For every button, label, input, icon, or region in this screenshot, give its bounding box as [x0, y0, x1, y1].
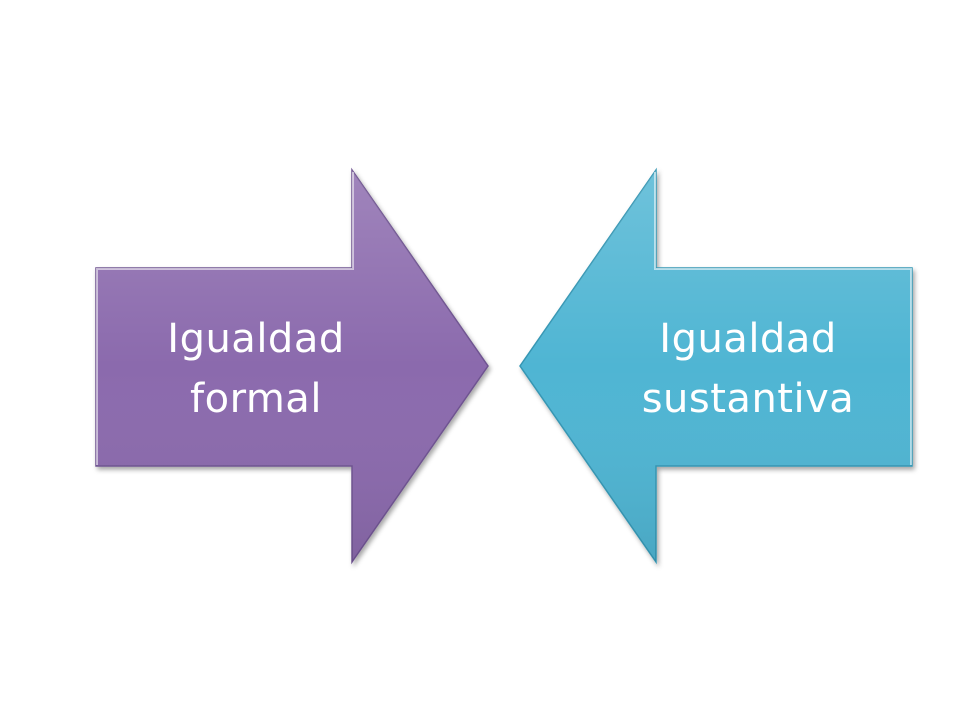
- label-igualdad-formal-line1: Igualdad: [167, 316, 344, 362]
- right-arrow-highlight-edge: [654, 172, 912, 465]
- arrow-igualdad-sustantiva: Igualdad sustantiva: [519, 167, 913, 565]
- left-arrow-bevel: [96, 170, 488, 562]
- arrow-igualdad-formal: Igualdad formal: [95, 167, 489, 565]
- left-arrow-highlight-edge: [96, 172, 354, 465]
- label-igualdad-formal-line2: formal: [190, 376, 322, 422]
- right-arrow-bevel: [520, 170, 912, 562]
- label-igualdad-sustantiva-line2: sustantiva: [642, 376, 855, 422]
- label-igualdad-sustantiva-line1: Igualdad: [659, 316, 836, 362]
